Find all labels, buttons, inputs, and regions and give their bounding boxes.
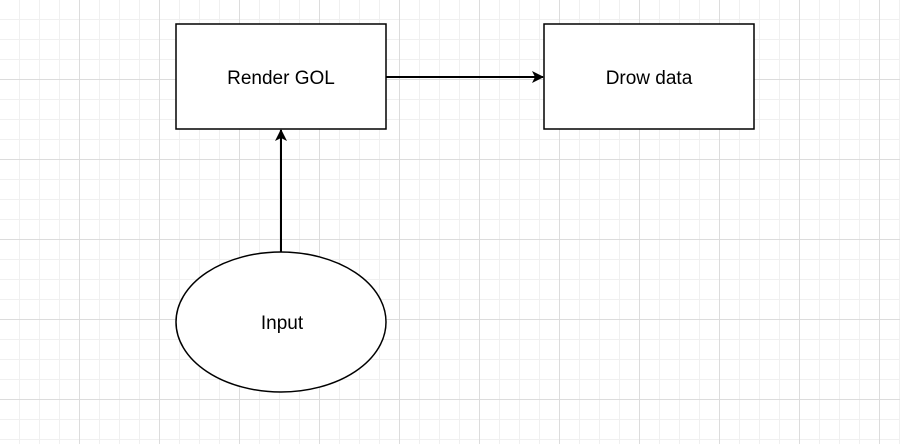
node-render-gol-box[interactable] (175, 23, 387, 130)
node-drow-data-box[interactable] (543, 23, 755, 130)
node-drow-data[interactable]: Drow data (543, 23, 755, 130)
node-input[interactable]: Input (175, 251, 387, 393)
node-drow-data-label: Drow data (606, 68, 693, 89)
node-render-gol-label: Render GOL (227, 68, 335, 89)
node-input-label: Input (261, 313, 304, 334)
node-input-ellipse[interactable] (175, 251, 387, 393)
node-render-gol[interactable]: Render GOL (175, 23, 387, 130)
